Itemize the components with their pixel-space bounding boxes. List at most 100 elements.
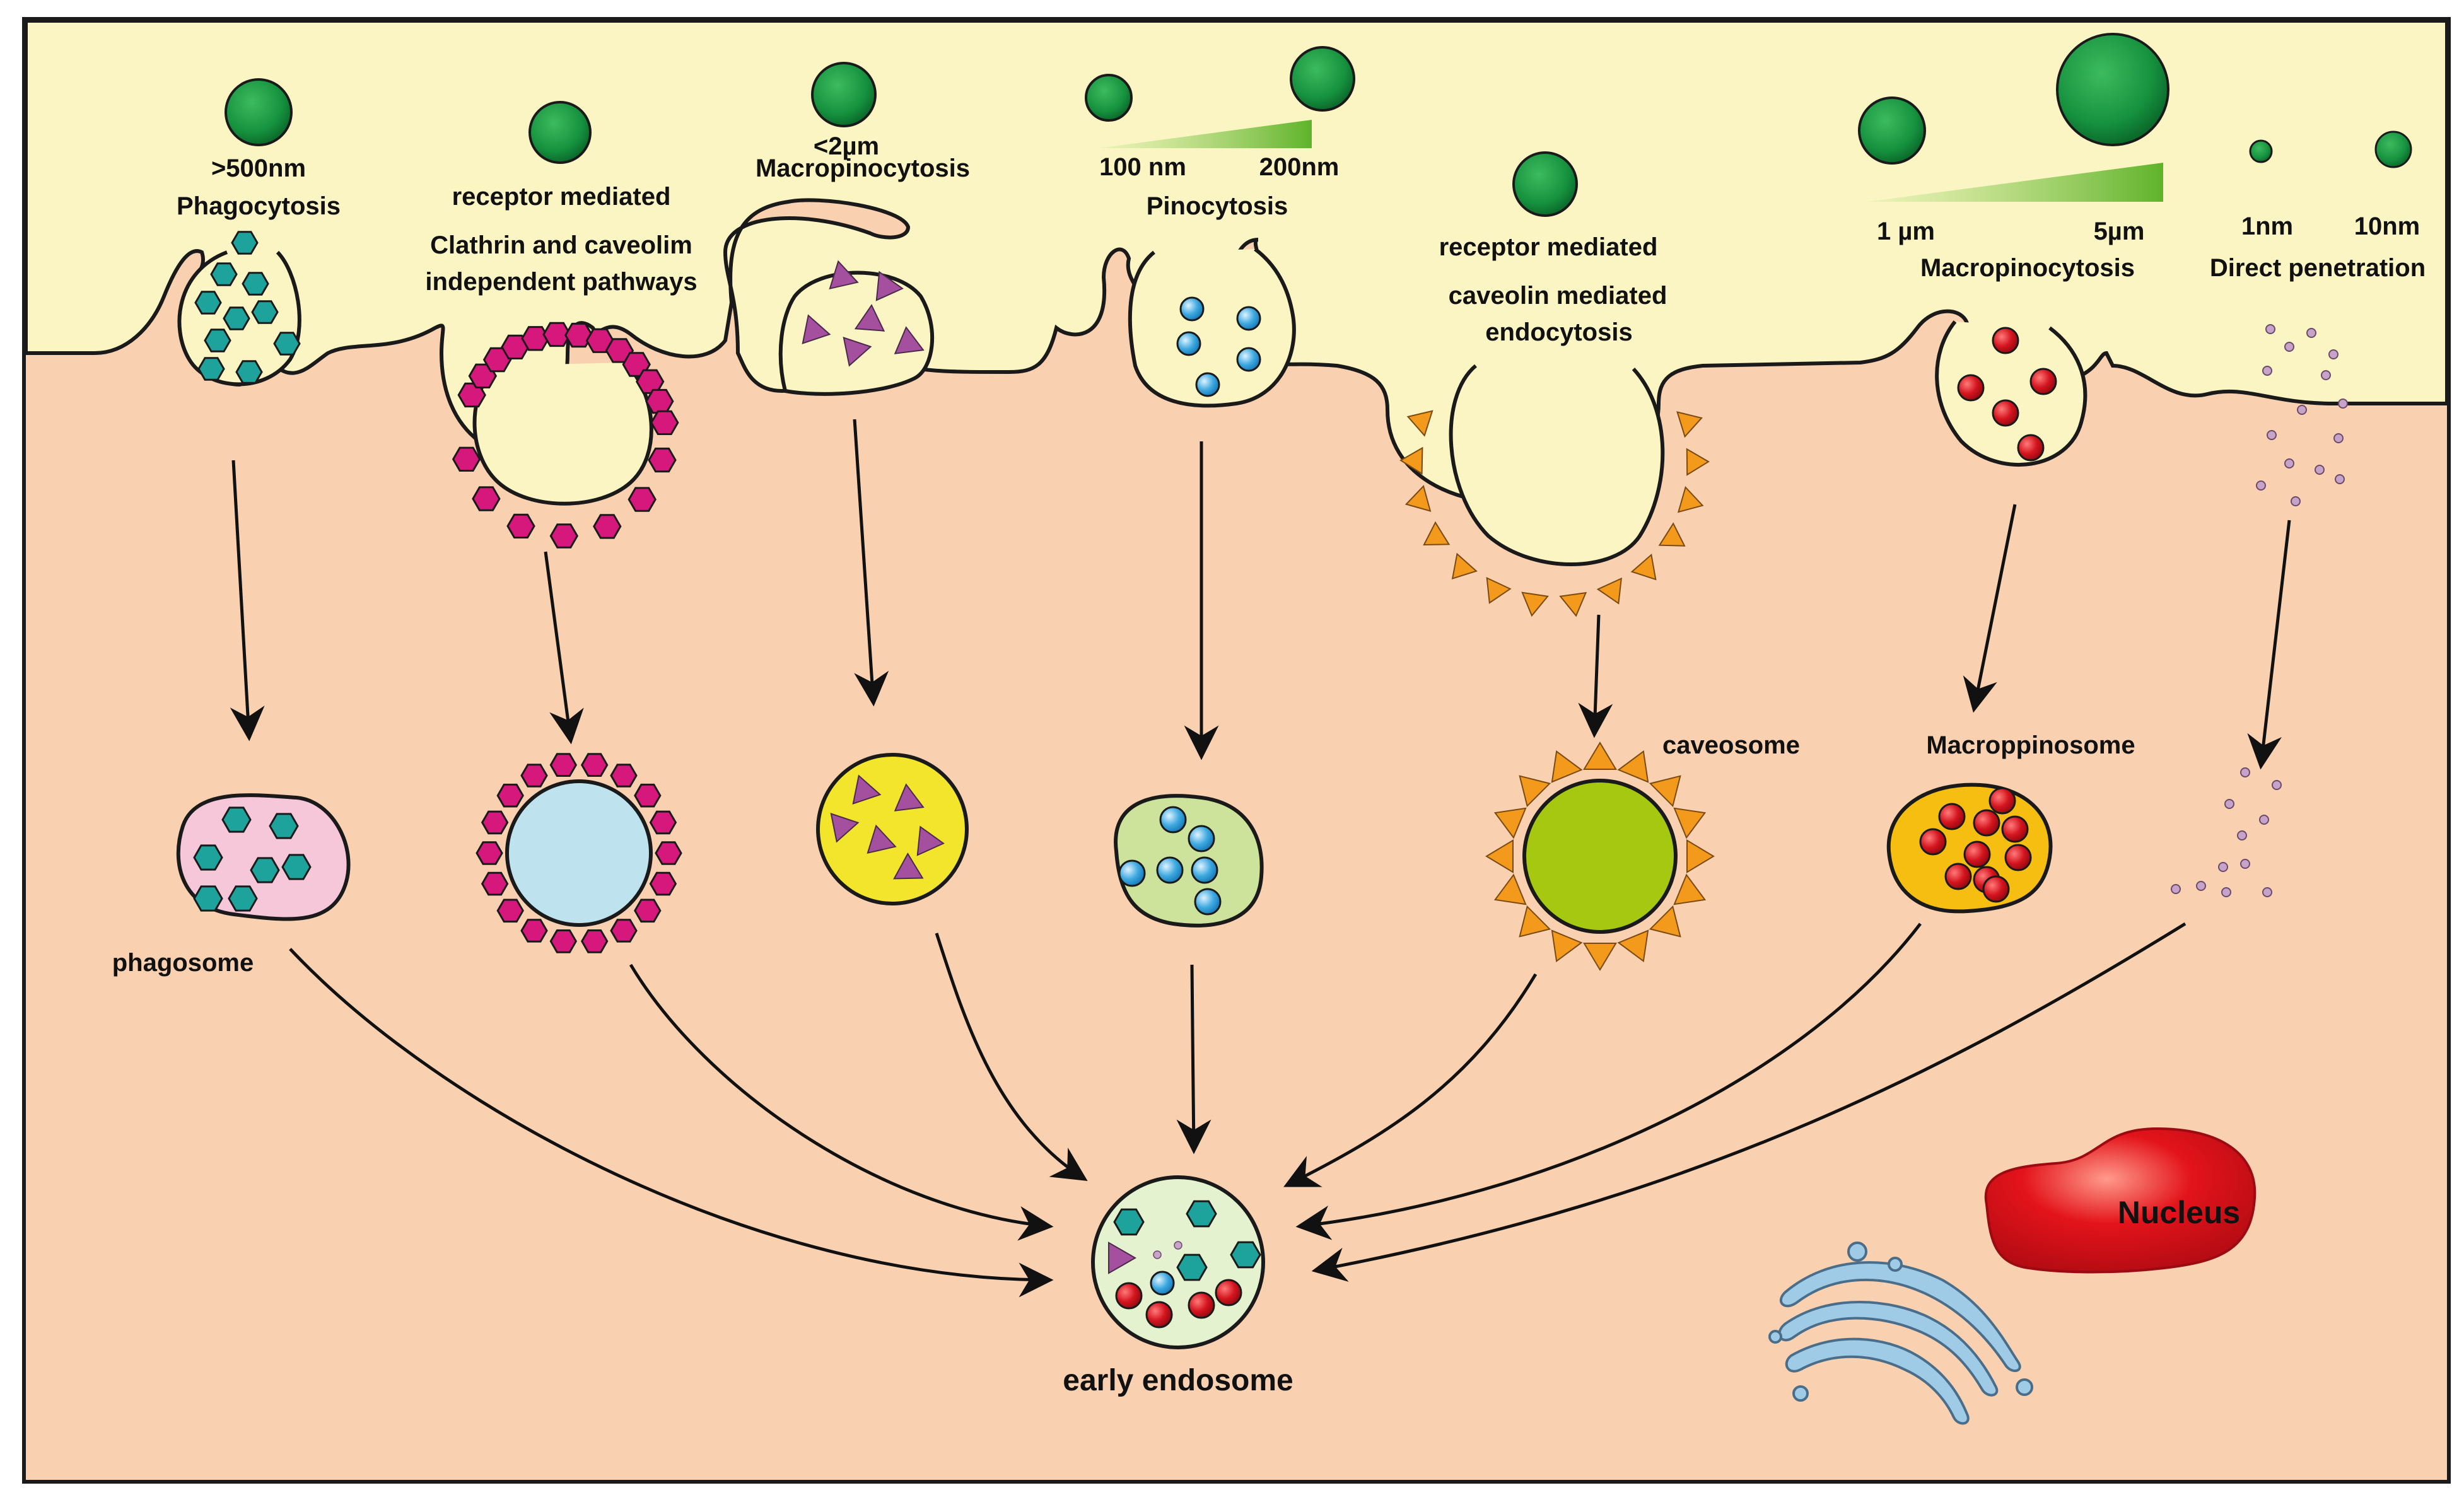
nanoparticles-top (225, 33, 2412, 217)
clathrin-hexagon (452, 446, 481, 472)
teal-hexagon (197, 357, 225, 381)
red-sphere (1992, 399, 2019, 427)
arrow-from-clathrin-vesicle (629, 963, 1054, 1241)
clathrin-hexagon (650, 410, 679, 435)
clathrin-hexagon (610, 764, 638, 788)
small-dot (2262, 366, 2272, 376)
clathrin-hexagon (520, 919, 548, 943)
clathrin-hexagon (506, 513, 535, 538)
teal-hexagon (1186, 1200, 1217, 1228)
purple-triangle (843, 337, 872, 367)
caveolin-spike (1406, 410, 1433, 437)
label-pino-min: 100 nm (1099, 153, 1186, 181)
red-sphere (1145, 1301, 1173, 1329)
red-sphere (1992, 327, 2019, 354)
red-sphere (1973, 809, 2000, 837)
label-macropino: Macropinocytosis (756, 154, 970, 182)
small-dot (1174, 1241, 1182, 1250)
clathrin-hexagon (501, 334, 530, 359)
caveolin-spike (1673, 807, 1707, 839)
clathrin-hexagon (481, 871, 509, 896)
caveolin-bud-membrane (1449, 364, 1665, 566)
purple-triangle (894, 783, 925, 811)
blue-sphere (1188, 825, 1215, 852)
small-dot (2306, 328, 2316, 338)
arrow-from-phagosome (289, 948, 1054, 1298)
clathrin-hexagon (645, 388, 674, 414)
caveolin-spike (1521, 591, 1549, 617)
caveolin-spike (1399, 446, 1423, 475)
blue-sphere (1236, 347, 1261, 372)
caveolin-spike (1559, 591, 1587, 617)
caveolin-spike (1551, 750, 1583, 783)
blue-sphere (1179, 296, 1205, 322)
cargo-in-buds (194, 231, 2057, 462)
small-dot (2240, 859, 2250, 869)
caveolin-spike (1677, 486, 1704, 513)
caveolin-spike (1658, 522, 1686, 547)
caveosome-coat (1485, 742, 1715, 971)
purple-triangle (894, 326, 925, 354)
teal-hexagon (221, 806, 252, 833)
small-dot (2328, 349, 2338, 359)
nanoparticle-pino-large (1290, 46, 1355, 112)
arrow-from-macroppinosome (1295, 922, 1922, 1240)
label-caveolin-line1: receptor mediated (1439, 233, 1658, 261)
arrow-macropino2 (1963, 504, 2017, 713)
teal-hexagon (204, 329, 231, 352)
arrow-from-macropinosome (935, 933, 1088, 1181)
golgi-vesicle-1 (1847, 1242, 1867, 1262)
teal-hexagon (269, 813, 299, 839)
clathrin-hexagon (476, 841, 503, 865)
caveolin-spike (1686, 839, 1715, 873)
small-dot (2224, 799, 2234, 809)
purple-triangle (802, 314, 831, 344)
golgi-cisterna-3 (1785, 1337, 1970, 1425)
purple-triangle (852, 774, 882, 805)
caveolin-spike (1630, 553, 1657, 581)
golgi-cisterna-1 (1780, 1261, 2021, 1372)
teal-hexagon (251, 300, 279, 324)
caveosome (1522, 779, 1678, 934)
caveolin-spike (1404, 485, 1432, 512)
blue-sphere (1150, 1271, 1175, 1296)
red-sphere (1944, 863, 1972, 890)
red-sphere (2001, 815, 2029, 843)
caveolin-spike (1551, 929, 1583, 963)
red-sphere (1957, 374, 1985, 402)
arrow-from-pinosome (1176, 964, 1212, 1155)
small-dot (2240, 767, 2250, 777)
teal-hexagon (228, 885, 258, 912)
label-pinocytosis: Pinocytosis (1147, 192, 1288, 220)
caveolin-bud (1449, 364, 1665, 566)
teal-hexagon (1113, 1208, 1145, 1236)
vesicle-labels: phagosome caveosome Macroppinosome early… (112, 731, 2135, 1397)
small-dot (2267, 430, 2277, 440)
red-sphere (2029, 368, 2057, 395)
caveolin-spike (1617, 929, 1649, 963)
golgi-cisterna-2 (1778, 1301, 1999, 1397)
small-dot (2259, 815, 2269, 825)
teal-hexagon (194, 291, 222, 315)
clathrin-hexagon (564, 322, 593, 348)
red-sphere (2017, 434, 2045, 462)
caveolin-spike (1486, 576, 1512, 604)
arrow-phagocytosis (230, 460, 265, 742)
arrows-down (230, 419, 2291, 770)
arrow-direct (2247, 520, 2291, 770)
golgi-vesicle-5 (1768, 1330, 1782, 1344)
clathrin-hexagon (634, 783, 662, 808)
caveolin-spike (1519, 905, 1551, 938)
clathrin-hexagon (628, 487, 657, 512)
label-caveolin-line2: caveolin mediated (1449, 282, 1667, 310)
blue-sphere (1194, 888, 1222, 916)
clathrin-hexagon (593, 514, 622, 539)
size-wedge-macropino (1867, 163, 2163, 202)
purple-triangle (916, 825, 945, 856)
label-direct-min: 1nm (2241, 212, 2293, 240)
label-phagocytosis: Phagocytosis (177, 192, 341, 220)
small-dot (2315, 465, 2325, 475)
label-macroppinosome: Macroppinosome (1926, 731, 2135, 759)
caveolin-spike (1617, 750, 1649, 783)
label-phagosome: phagosome (112, 949, 254, 977)
